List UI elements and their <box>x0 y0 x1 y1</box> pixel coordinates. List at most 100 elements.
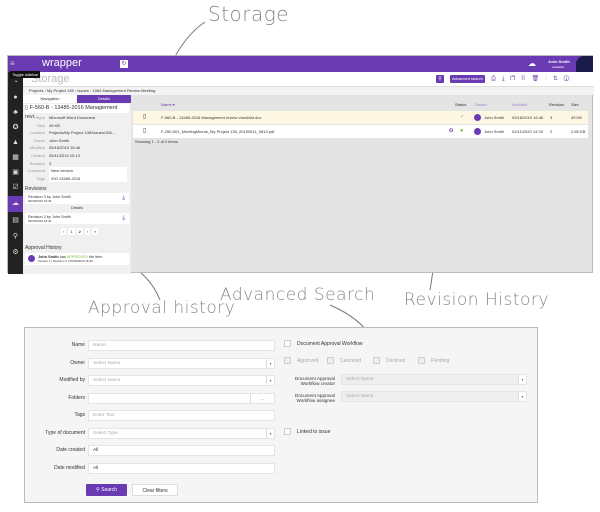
org-icon[interactable]: ♣ <box>13 109 18 116</box>
annotation-approval-history: Approval history <box>88 298 236 318</box>
folders-input[interactable]: ... <box>88 392 275 404</box>
grid-icon[interactable]: ▦ <box>12 154 19 161</box>
state-label: Declined <box>386 358 406 364</box>
copy-icon[interactable]: ❐ <box>510 76 522 82</box>
info-icon[interactable]: ⓘ <box>563 76 576 82</box>
approved-check-icon: ✓ <box>460 114 465 120</box>
pager-page[interactable]: 2 <box>76 228 83 235</box>
folders-label: Folders <box>68 394 85 401</box>
menu-icon[interactable]: ≡ <box>10 59 15 68</box>
refresh-icon[interactable]: ↻ <box>120 60 128 68</box>
linked-issue-checkbox[interactable] <box>284 428 291 435</box>
column-modified[interactable]: Modified <box>512 102 528 107</box>
cloud-icon[interactable]: ☁ <box>528 59 536 68</box>
date-modified-input[interactable]: All <box>88 462 275 474</box>
date-created-input[interactable]: All <box>88 445 275 456</box>
workflow-checkbox[interactable] <box>284 340 291 347</box>
table-row[interactable]: ▯ F-250-001_MeetingMinute_My Project 135… <box>133 125 588 138</box>
state-checkbox[interactable] <box>284 357 291 364</box>
approved-check-icon: ● <box>460 128 464 134</box>
download-icon[interactable]: ⤓ <box>501 76 511 82</box>
pager-next[interactable]: › <box>84 228 91 235</box>
pager-prev[interactable]: ‹ <box>61 228 67 235</box>
warning-icon[interactable]: ▲ <box>12 139 19 146</box>
pager-page[interactable]: 1 <box>68 228 75 235</box>
storage-icon[interactable]: ☁ <box>8 196 23 212</box>
date-created-label: Date created <box>56 447 85 453</box>
delete-icon[interactable]: 🗑 <box>531 76 546 82</box>
column-size[interactable]: Size <box>571 102 579 107</box>
type-input[interactable]: Select Type▾ <box>88 427 275 439</box>
state-checkbox[interactable] <box>327 357 334 364</box>
date-modified-label: Date modified <box>54 464 85 471</box>
breadcrumb-item[interactable]: My Project 135 <box>47 88 74 93</box>
avatar <box>28 255 35 262</box>
annotation-storage: Storage <box>208 2 290 26</box>
owner-input[interactable]: Select Name▾ <box>88 357 275 369</box>
sort-icon[interactable]: ⇅ <box>552 76 564 82</box>
tags-input[interactable]: Enter Text <box>88 410 275 421</box>
pager-last[interactable]: » <box>92 228 99 235</box>
download-icon[interactable]: ⤓ <box>122 215 125 221</box>
search-button[interactable]: ⚲ Search <box>86 484 127 496</box>
modified-by-label: Modified by <box>59 377 85 383</box>
top-bar: ≡ wrapper ↻ ☁ John Smith Available <box>8 56 593 72</box>
settings-icon[interactable]: ⚙ <box>12 249 19 256</box>
owner-label: Owner <box>70 359 85 366</box>
download-icon[interactable]: ⤓ <box>122 195 125 201</box>
user-status: Available <box>552 65 565 69</box>
modified-by-input[interactable]: Select Name▾ <box>88 375 275 386</box>
clipboard-icon[interactable]: ▤ <box>12 217 19 224</box>
chat-icon[interactable]: ● <box>13 94 18 101</box>
annotation-advanced-search: Advanced Search <box>220 285 376 305</box>
column-status[interactable]: Status <box>455 102 467 107</box>
approval-item: John Smith has APPROVED the item Version… <box>25 253 129 265</box>
avatar[interactable] <box>576 56 593 72</box>
tooltip: Toggle sidebar <box>10 71 41 78</box>
state-label: Canceled <box>340 358 362 364</box>
breadcrumb-item[interactable]: Projects <box>29 88 44 93</box>
calendar-icon[interactable]: ▣ <box>12 169 19 176</box>
breadcrumb-item[interactable]: Issues <box>77 88 89 93</box>
advanced-search-button[interactable]: Advanced search <box>450 75 485 83</box>
print-icon[interactable]: ⎙ <box>491 76 502 82</box>
owner: John Smith <box>484 129 505 134</box>
search-icon[interactable]: ⚲ <box>12 233 19 240</box>
table-row[interactable]: ▯ F-560-B - 13485-2016 Management review… <box>133 111 588 124</box>
state-checkbox[interactable] <box>418 357 425 364</box>
clear-filters-button[interactable]: Clear filters <box>132 484 178 496</box>
checklist-icon[interactable]: ☑ <box>12 184 19 191</box>
award-icon[interactable]: ✪ <box>12 124 19 131</box>
file-name[interactable]: F-250-001_MeetingMinute_My Project 135_2… <box>161 129 275 134</box>
more-icon[interactable]: ⋮ <box>545 76 553 82</box>
document-icon: ▯ <box>143 114 147 120</box>
name-input[interactable]: Name <box>88 340 275 351</box>
assignee-select[interactable]: Select Name▾ <box>341 391 527 402</box>
size: 49 KB <box>571 115 582 120</box>
column-name[interactable]: Name ▾ <box>161 102 175 107</box>
state-label: Pending <box>431 358 450 364</box>
state-checkbox[interactable] <box>373 357 380 364</box>
breadcrumb-item[interactable]: 1064 Management Review Meeting <box>92 88 156 93</box>
sidebar: ◔ ● ♣ ✪ ▲ ▦ ▣ ☑ ☁ ▤ ⚲ ⚙ <box>8 72 23 274</box>
creator-select[interactable]: Select Name▾ <box>341 374 527 385</box>
browse-folders-button[interactable]: ... <box>250 393 274 403</box>
file-icon[interactable]: ▯ <box>521 76 532 82</box>
column-owner[interactable]: Owner <box>475 102 487 107</box>
search-button[interactable]: ⚲ <box>436 75 444 83</box>
dashboard-icon[interactable]: ◔ <box>13 79 18 86</box>
column-revision[interactable]: Revision <box>549 102 565 107</box>
tab-navigation[interactable]: Navigation <box>23 95 77 103</box>
document-icon: ▯ <box>143 128 147 134</box>
avatar <box>474 128 481 135</box>
details-link[interactable]: Details <box>70 205 84 210</box>
file-name[interactable]: F-560-B - 13485-2016 Management review c… <box>161 115 262 120</box>
type-label: Type of document <box>45 429 85 436</box>
tab-details[interactable]: Details <box>77 95 131 103</box>
